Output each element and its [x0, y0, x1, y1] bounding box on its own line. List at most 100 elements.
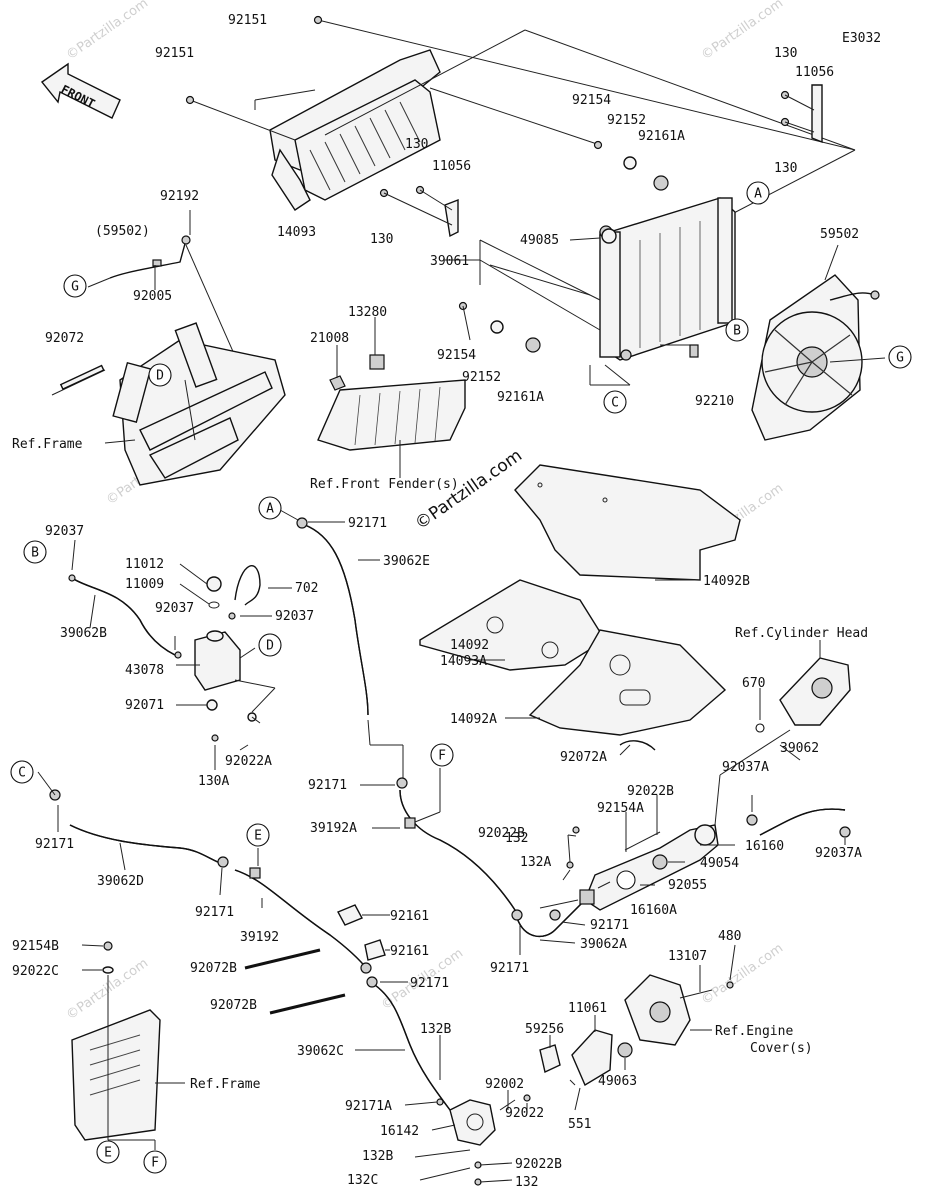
radiator-39061 [599, 197, 736, 361]
callout-letter: G [71, 280, 79, 295]
hose-39062E [296, 517, 369, 716]
watermark-text: ©Partzilla.com [699, 0, 786, 63]
fasteners-top [185, 15, 823, 238]
radiator-cap-49085 [601, 228, 617, 244]
part-label: 39062C [297, 1044, 344, 1059]
part-label: 92161A [497, 390, 544, 405]
part-label: 21008 [310, 331, 349, 346]
callout-circle [63, 274, 87, 298]
callout-marker: A [746, 181, 770, 205]
callout-letter: A [266, 502, 274, 517]
callout-letter: E [254, 829, 262, 844]
strips-92072B [244, 948, 346, 1015]
part-label: 132 [515, 1175, 538, 1190]
skid-plate-14092B [514, 464, 741, 581]
callout-letter: F [438, 749, 446, 764]
part-label: 92171 [590, 918, 629, 933]
part-label: 13280 [348, 305, 387, 320]
part-label: 92022 [505, 1106, 544, 1121]
part-labels: 9215192151140931301105613092154921529216… [12, 13, 868, 1190]
part-label: 132B [362, 1149, 393, 1164]
part-label: 16160 [745, 839, 784, 854]
callout-letter: C [611, 396, 619, 411]
callout-letter: G [896, 351, 904, 366]
callout-circle [888, 345, 912, 369]
hose-39062C [366, 976, 451, 1111]
part-label: 130 [370, 232, 393, 247]
callouts: A B C G G D A B D C F E E F [10, 181, 912, 1174]
part-label: 92152 [607, 113, 646, 128]
part-label: 92002 [485, 1077, 524, 1092]
part-label: 92154B [12, 939, 59, 954]
part-label: 92022B [627, 784, 674, 799]
part-label: 702 [295, 581, 318, 596]
callout-letter: F [151, 1156, 159, 1171]
part-label: 92055 [668, 878, 707, 893]
part-label: 59256 [525, 1022, 564, 1037]
callout-circle [746, 181, 770, 205]
part-label: 130A [198, 774, 229, 789]
callout-letter: B [733, 324, 741, 339]
part-label: 11056 [432, 159, 471, 174]
part-label: 14092B [703, 574, 750, 589]
callout-marker: B [23, 540, 47, 564]
callout-marker: A [258, 496, 282, 520]
part-label: 92037 [45, 524, 84, 539]
callout-letter: A [754, 187, 762, 202]
clamps-92161 [337, 904, 386, 961]
callout-marker: E [96, 1140, 120, 1164]
part-label: 92151 [228, 13, 267, 28]
pipe-39192 [234, 867, 372, 974]
shroud-leaders [189, 19, 856, 216]
part-label: 16142 [380, 1124, 419, 1139]
callout-circle [725, 318, 749, 342]
callout-letter: D [266, 639, 274, 654]
callout-marker: D [258, 633, 282, 657]
engine-cover [624, 974, 734, 1046]
part-label: 132B [420, 1022, 451, 1037]
part-label: 92154 [437, 348, 476, 363]
front-arrow-icon: FRONT [40, 62, 121, 119]
part-label: 14092A [450, 712, 497, 727]
cylinder-head [755, 657, 851, 733]
callout-marker: G [63, 274, 87, 298]
thermostat-housing [539, 824, 719, 911]
part-label: 39192A [310, 821, 357, 836]
part-label: 130 [405, 137, 428, 152]
watermark-text: ©Partzilla.com [64, 956, 151, 1023]
callout-marker: C [10, 760, 34, 784]
hose-39062 [746, 808, 851, 838]
part-label: 39062A [580, 937, 627, 952]
cooling-fan-59502 [751, 274, 880, 441]
callout-marker: D [148, 363, 172, 387]
callout-marker: E [246, 823, 270, 847]
part-label: 39062E [383, 554, 430, 569]
callout-letter: B [31, 546, 39, 561]
part-label: 92022C [12, 964, 59, 979]
part-label: 14093A [440, 654, 487, 669]
part-label: 92171 [195, 905, 234, 920]
part-label: 480 [718, 929, 741, 944]
radiator-leaders [445, 237, 695, 386]
fasteners-mid [458, 301, 699, 358]
water-pump [414, 1035, 496, 1186]
part-label: 92171 [410, 976, 449, 991]
part-label: 92071 [125, 698, 164, 713]
part-label: 670 [742, 676, 765, 691]
watermark-text: ©Partzilla.com [64, 0, 151, 63]
pipe-39192A [396, 777, 516, 911]
callout-circle [23, 540, 47, 564]
part-label: 39062 [780, 741, 819, 756]
part-label: 130 [774, 46, 797, 61]
part-label: Ref.Frame [190, 1077, 261, 1092]
callout-circle [96, 1140, 120, 1164]
part-label: Ref.Frame [12, 437, 83, 452]
clamp-92072A [619, 740, 656, 751]
skid-plate-14092 [419, 579, 606, 671]
part-label: 132C [347, 1173, 378, 1188]
part-label: 92171 [308, 778, 347, 793]
part-label: 92171A [345, 1099, 392, 1114]
part-label: 92154A [597, 801, 644, 816]
part-label: 92037 [155, 601, 194, 616]
